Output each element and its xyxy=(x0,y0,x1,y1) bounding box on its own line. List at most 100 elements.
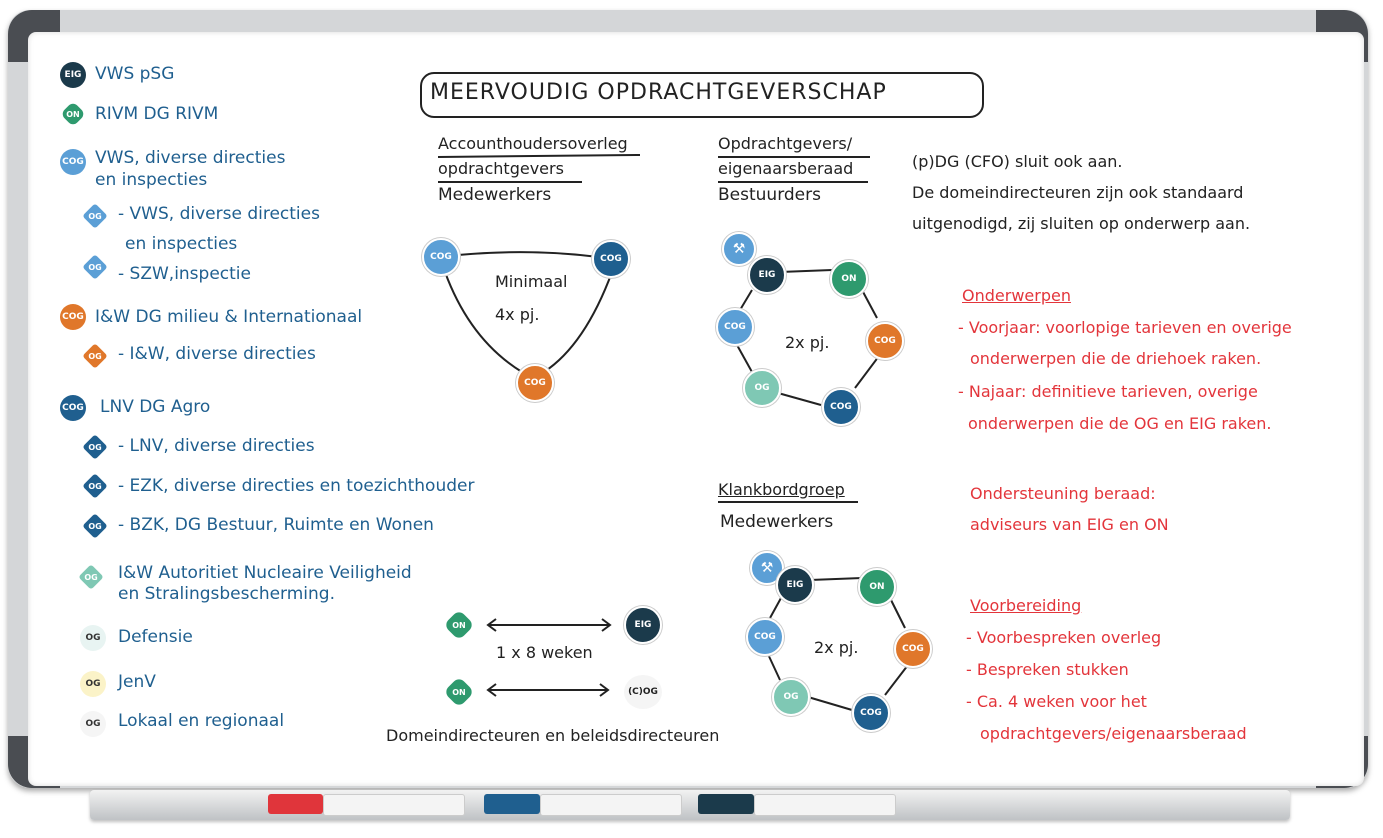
cog-icon: COG xyxy=(60,149,86,175)
whiteboard-surface xyxy=(28,32,1364,786)
blue-marker-body xyxy=(540,794,682,816)
og-icon: OG xyxy=(80,711,106,737)
og-icon: OG xyxy=(80,625,106,651)
hexagon-edge xyxy=(779,269,833,273)
voorbereiding-line: - Ca. 4 weken voor het xyxy=(966,692,1147,711)
note-line: (p)DG (CFO) sluit ook aan. xyxy=(912,152,1123,171)
weekly-frequency: 1 x 8 weken xyxy=(496,643,593,662)
og-icon: OG xyxy=(80,671,106,697)
voorbereiding-heading: Voorbereiding xyxy=(970,596,1082,615)
on-icon: ON xyxy=(442,608,476,642)
on-node: ON xyxy=(858,568,896,606)
cog-icon: COG xyxy=(60,304,86,330)
cog-node: COG xyxy=(822,388,860,426)
voorbereiding-line: opdrachtgevers/eigenaarsberaad xyxy=(980,724,1247,743)
hexagon-edge xyxy=(739,289,753,311)
black-marker-body xyxy=(754,794,896,816)
arrow-head xyxy=(486,618,497,632)
cog-icon: COG xyxy=(60,395,86,421)
triangle-center: Minimaal xyxy=(495,272,568,291)
triangle-heading: Accounthoudersoverleg xyxy=(438,134,628,153)
legend-item: RIVM DG RIVM xyxy=(95,104,219,124)
title-box xyxy=(420,72,984,118)
hexagon-subheading: Medewerkers xyxy=(720,512,834,532)
arrow-head xyxy=(486,683,497,697)
triangle-center: 4x pj. xyxy=(495,305,540,324)
black-marker xyxy=(698,794,754,814)
legend-item: Defensie xyxy=(118,627,193,647)
og-icon: OG xyxy=(82,254,108,280)
legend-item: JenV xyxy=(118,672,156,692)
cog-node: COG xyxy=(422,238,460,276)
onderwerpen-line: onderwerpen die de OG en EIG raken. xyxy=(968,414,1272,433)
legend-item: I&W Autoritiet Nucleaire Veiligheid xyxy=(118,563,412,583)
arrow-head xyxy=(599,683,610,697)
legend-item: Lokaal en regionaal xyxy=(118,711,285,731)
voorbereiding-line: - Bespreken stukken xyxy=(966,660,1129,679)
hexagon-center: 2x pj. xyxy=(814,638,859,657)
legend-item: VWS, diverse directies xyxy=(95,148,286,168)
triangle-edge xyxy=(543,271,613,373)
legend-item: - I&W, diverse directies xyxy=(118,344,316,364)
blue-marker xyxy=(484,794,540,814)
og-node: OG xyxy=(743,369,781,407)
og-node: OG xyxy=(772,678,810,716)
cog-node: COG xyxy=(746,618,784,656)
cog-node: COG xyxy=(716,308,754,346)
note-line: De domeindirecteuren zijn ook standaard xyxy=(912,183,1244,202)
eig-node: EIG xyxy=(776,566,814,604)
triangle-edge xyxy=(444,271,523,373)
eig-icon: EIG xyxy=(60,62,86,88)
og-icon: OG xyxy=(82,434,108,460)
legend-item: VWS pSG xyxy=(95,64,175,84)
hexagon-edge xyxy=(807,696,853,711)
onderwerpen-line: onderwerpen die de driehoek raken. xyxy=(970,349,1262,368)
cog-node: COG xyxy=(852,694,890,732)
hexagon-edge xyxy=(736,344,753,373)
legend-item: - VWS, diverse directies xyxy=(118,204,320,224)
cog-node: (C)OG xyxy=(622,673,664,711)
legend-item-cont: en inspecties xyxy=(95,170,208,190)
onderwerpen-line: - Najaar: definitieve tarieven, overige xyxy=(958,382,1258,401)
hexagon-edge xyxy=(777,392,822,406)
hexagon-edge xyxy=(766,651,781,681)
on-node: ON xyxy=(830,260,868,298)
ondersteuning-line: Ondersteuning beraad: xyxy=(970,484,1156,503)
triangle-subheading: Medewerkers xyxy=(438,185,552,205)
hexagon-edge xyxy=(861,289,878,319)
og-icon: OG xyxy=(78,564,104,590)
on-icon: ON xyxy=(442,675,476,709)
ondersteuning-line: adviseurs van EIG en ON xyxy=(970,515,1169,534)
eig-node: EIG xyxy=(748,256,786,294)
note-line: uitgenodigd, zij sluiten op onderwerp aa… xyxy=(912,214,1251,233)
og-icon: OG xyxy=(82,513,108,539)
cog-node: COG xyxy=(894,630,932,668)
legend-item: - BZK, DG Bestuur, Ruimte en Wonen xyxy=(118,515,434,535)
onderwerpen-heading: Onderwerpen xyxy=(962,286,1071,305)
og-icon: OG xyxy=(82,343,108,369)
hexagon-edge xyxy=(889,597,906,629)
hexagon-edge xyxy=(769,597,782,619)
hexagon-heading: eigenaarsberaad xyxy=(718,159,854,178)
legend-item: LNV DG Agro xyxy=(100,397,211,417)
legend-item: I&W DG milieu & Internationaal xyxy=(95,307,363,327)
on-icon: ON xyxy=(60,101,86,127)
hexagon-heading: Opdrachtgevers/ xyxy=(718,134,853,153)
page-title: MEERVOUDIG OPDRACHTGEVERSCHAP xyxy=(430,80,887,105)
legend-item: - SZW,inspectie xyxy=(118,264,251,284)
triangle-heading: opdrachtgevers xyxy=(438,159,564,178)
hexagon-heading: Klankbordgroep xyxy=(718,480,845,499)
hexagon-edge xyxy=(884,664,909,696)
og-icon: OG xyxy=(82,473,108,499)
gavel-icon: ⚒ xyxy=(722,232,756,266)
triangle-edge xyxy=(457,251,606,259)
red-marker-body xyxy=(323,794,465,816)
legend-item-cont: en inspecties xyxy=(125,234,238,254)
eig-node: EIG xyxy=(624,606,662,644)
arrow-head xyxy=(601,618,612,632)
cog-node: COG xyxy=(592,240,630,278)
hexagon-subheading: Bestuurders xyxy=(718,185,821,205)
legend-item: - EZK, diverse directies en toezichthoud… xyxy=(118,476,475,496)
cog-node: COG xyxy=(866,322,904,360)
og-icon: OG xyxy=(82,203,108,229)
